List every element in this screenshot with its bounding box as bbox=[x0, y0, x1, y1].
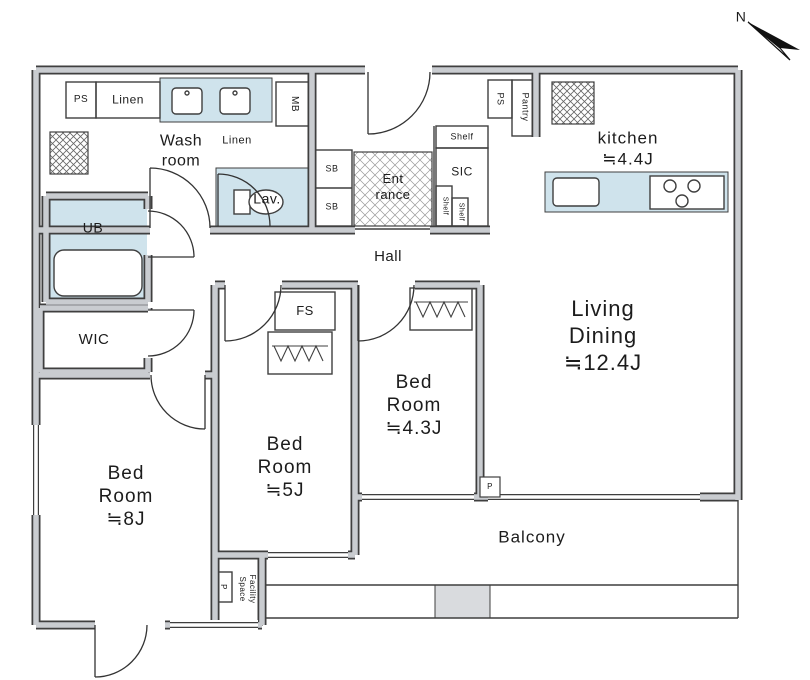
hanger-symbol-bed2 bbox=[272, 344, 328, 363]
window-symbols bbox=[31, 425, 700, 630]
duct-shaft-hatch-kitchen bbox=[551, 81, 595, 125]
entrance-tile-floor bbox=[353, 151, 433, 227]
label-shelf-v2: Shelf bbox=[457, 202, 465, 222]
label-pantry: Pantry bbox=[520, 92, 531, 122]
label-p2: P bbox=[487, 482, 493, 492]
label-shelf-v1: Shelf bbox=[441, 196, 449, 216]
door-wic bbox=[147, 309, 195, 357]
faucet-dot-2 bbox=[232, 90, 238, 96]
p2-box bbox=[479, 476, 501, 498]
label-shelf-top: Shelf bbox=[450, 131, 474, 142]
compass-north-label: N bbox=[735, 8, 747, 25]
label-hall: Hall bbox=[374, 247, 402, 265]
label-ps-left: PS bbox=[73, 93, 89, 105]
faucet-dot-1 bbox=[184, 90, 190, 96]
label-linen-top: Linen bbox=[112, 92, 144, 107]
door-bathroom bbox=[147, 210, 195, 258]
bathtub-icon bbox=[53, 249, 143, 297]
window-left-wall bbox=[31, 425, 41, 515]
window-left-wall-lines bbox=[33, 425, 39, 515]
window-bed2 bbox=[268, 550, 348, 560]
burner-1 bbox=[663, 179, 677, 193]
label-entrance: Ent rance bbox=[375, 171, 411, 202]
burner-2 bbox=[687, 179, 701, 193]
hanger-symbol-bed1 bbox=[414, 300, 468, 319]
door-bed1 bbox=[357, 284, 415, 342]
label-ps-right: PS bbox=[495, 92, 506, 106]
label-mb: MB bbox=[289, 96, 301, 112]
label-sb-bottom: SB bbox=[325, 201, 339, 212]
window-bed3-lines bbox=[170, 622, 258, 628]
label-washroom: Wash room bbox=[159, 132, 203, 169]
burner-3 bbox=[675, 194, 689, 208]
balcony-outline bbox=[262, 500, 739, 619]
label-facility-space: Facility Space bbox=[238, 574, 257, 604]
label-balcony: Balcony bbox=[498, 527, 566, 547]
label-linen-small: Linen bbox=[222, 134, 252, 147]
linen-closet-box bbox=[95, 81, 161, 119]
balcony-pier bbox=[434, 584, 491, 619]
label-sic: SIC bbox=[451, 164, 473, 179]
label-bedroom-4-3j: Bed Room ≒4.3J bbox=[385, 372, 443, 440]
sink-icon-2 bbox=[219, 87, 251, 115]
window-living bbox=[488, 492, 700, 502]
window-bed3 bbox=[170, 620, 258, 630]
walls bbox=[31, 65, 743, 630]
label-p1: P bbox=[218, 584, 228, 590]
toilet-tank-icon bbox=[233, 189, 251, 215]
compass-arrow-dark-half bbox=[748, 22, 800, 50]
closet-bed2-box bbox=[267, 331, 333, 375]
window-bed1 bbox=[362, 492, 474, 502]
toilet-bowl-icon bbox=[248, 189, 284, 215]
compass-arrow bbox=[747, 21, 800, 61]
compass-arrow-light-half bbox=[747, 21, 791, 61]
window-living-lines bbox=[488, 494, 700, 500]
label-kitchen: kitchen ≒4.4J bbox=[597, 128, 659, 168]
label-lavatory: Lav. bbox=[253, 190, 281, 207]
label-fs: FS bbox=[296, 303, 314, 319]
door-washroom bbox=[149, 167, 211, 229]
label-bedroom-8j: Bed Room ≒8J bbox=[98, 463, 154, 531]
duct-shaft-hatch-left bbox=[49, 131, 89, 175]
label-ub: UB bbox=[82, 219, 104, 236]
door-lavatory bbox=[217, 173, 271, 227]
door-main-entrance bbox=[367, 71, 431, 135]
door-bed2 bbox=[224, 284, 282, 342]
thin-walls-and-fixtures bbox=[53, 79, 739, 626]
door-bed3 bbox=[150, 374, 206, 430]
kitchen-sink-icon bbox=[552, 177, 600, 207]
sink-icon-1 bbox=[171, 87, 203, 115]
label-wic: WIC bbox=[78, 330, 110, 348]
door-arcs bbox=[94, 71, 431, 678]
walls-core bbox=[33, 67, 741, 628]
label-bedroom-5j: Bed Room ≒5J bbox=[257, 434, 313, 502]
label-living-dining: Living Dining ≒12.4J bbox=[563, 295, 643, 375]
window-bed2-lines bbox=[268, 552, 348, 558]
door-bed3-balcony bbox=[94, 624, 148, 678]
window-bed1-lines bbox=[362, 494, 474, 500]
label-sb-top: SB bbox=[325, 163, 339, 174]
